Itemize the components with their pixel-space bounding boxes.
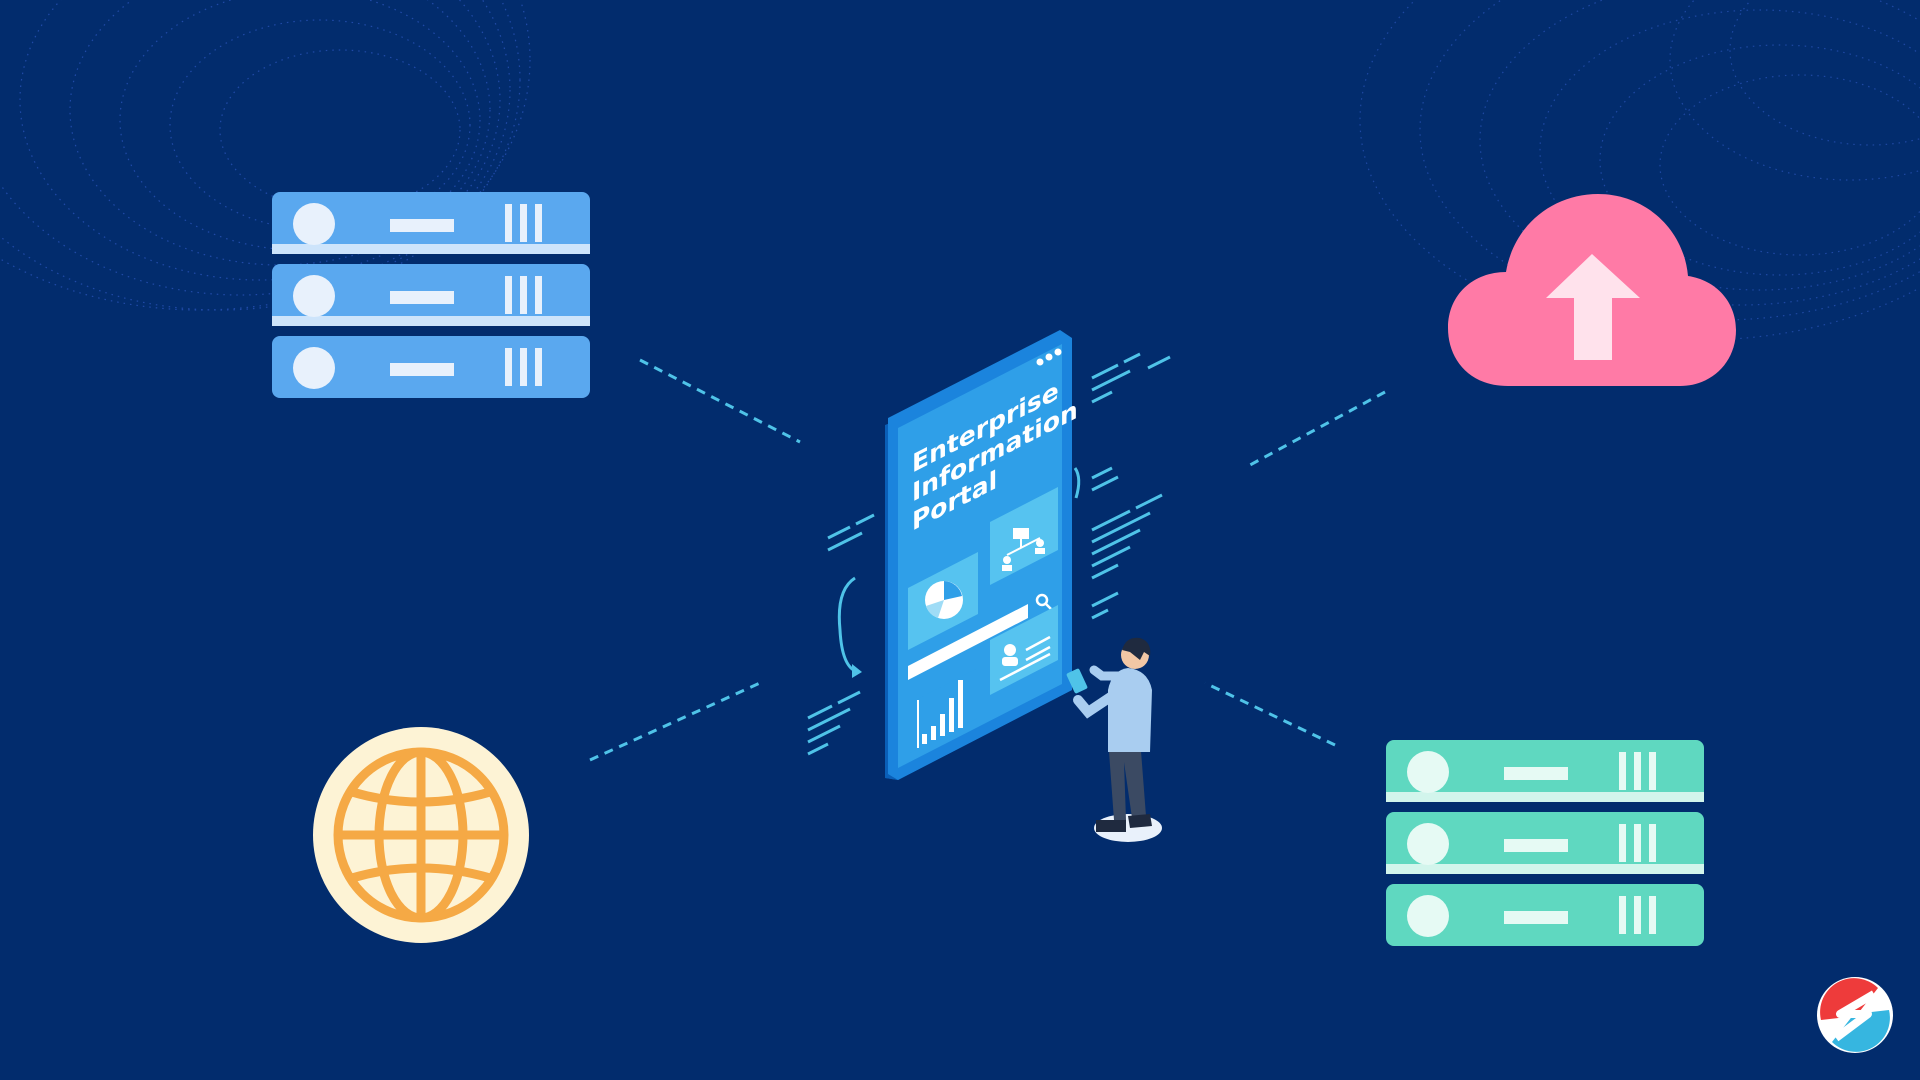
globe-icon [313, 727, 529, 943]
panel-org-chart [990, 487, 1058, 585]
panel-bar-chart [908, 668, 978, 754]
cloud-upload-icon [1448, 194, 1736, 386]
server-icon [272, 192, 590, 398]
code-snippet-decorations [807, 352, 1171, 756]
panel-profile [990, 605, 1058, 695]
cloud-upload [1448, 194, 1736, 386]
server-icon [1386, 740, 1704, 946]
connector-line-bottom-right [1204, 681, 1336, 747]
pie-chart-icon [925, 581, 963, 619]
server-stack-top-left [272, 192, 590, 398]
globe [313, 727, 529, 943]
loop-arrow-icon [837, 576, 859, 674]
server-stack-bottom-right [1386, 740, 1704, 946]
panel-pie-chart [908, 552, 978, 650]
brand-s-logo-icon [1817, 977, 1893, 1053]
connector-line-top-left [639, 358, 801, 444]
search-bar [908, 593, 1052, 680]
search-icon [1035, 593, 1052, 610]
window-control-dots-icon [1036, 348, 1062, 366]
bar-chart-icon [917, 680, 963, 748]
person-using-portal-icon [1066, 637, 1162, 842]
user-profile-icon [999, 635, 1051, 682]
org-chart-icon [1002, 528, 1045, 571]
